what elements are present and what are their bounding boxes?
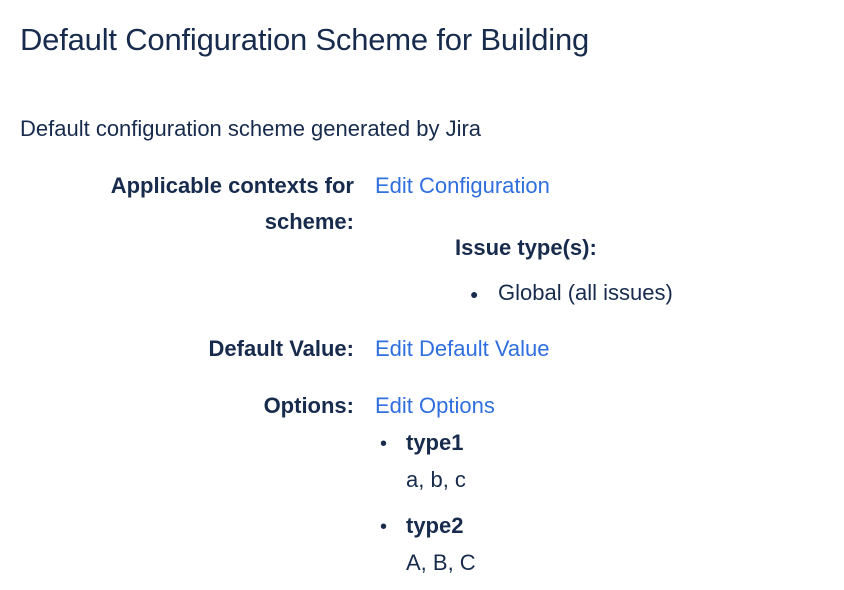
option-values: A, B, C xyxy=(406,550,476,575)
option-item: • type1 a, b, c xyxy=(380,425,466,498)
edit-default-value-link[interactable]: Edit Default Value xyxy=(375,336,550,361)
page-title: Default Configuration Scheme for Buildin… xyxy=(20,22,590,57)
issue-type-item: ● Global (all issues) xyxy=(470,275,673,312)
edit-configuration-link[interactable]: Edit Configuration xyxy=(375,173,550,198)
scheme-description: Default configuration scheme generated b… xyxy=(20,116,482,141)
default-value-label: Default Value: xyxy=(208,336,354,361)
bullet-icon: ● xyxy=(470,286,479,303)
contexts-label-line1: Applicable contexts for xyxy=(110,173,354,198)
option-values: a, b, c xyxy=(406,467,466,492)
issue-type-value: Global (all issues) xyxy=(498,280,673,305)
option-name: type2 xyxy=(406,513,464,538)
edit-options-link[interactable]: Edit Options xyxy=(375,393,495,418)
options-label: Options: xyxy=(263,393,354,418)
issue-types-label: Issue type(s): xyxy=(455,235,597,260)
contexts-label-line2: scheme: xyxy=(264,209,354,234)
bullet-icon: • xyxy=(380,516,388,538)
option-name: type1 xyxy=(406,430,464,455)
option-item: • type2 A, B, C xyxy=(380,508,476,581)
contexts-label: Applicable contexts for scheme: xyxy=(111,168,354,240)
bullet-icon: • xyxy=(380,433,388,455)
